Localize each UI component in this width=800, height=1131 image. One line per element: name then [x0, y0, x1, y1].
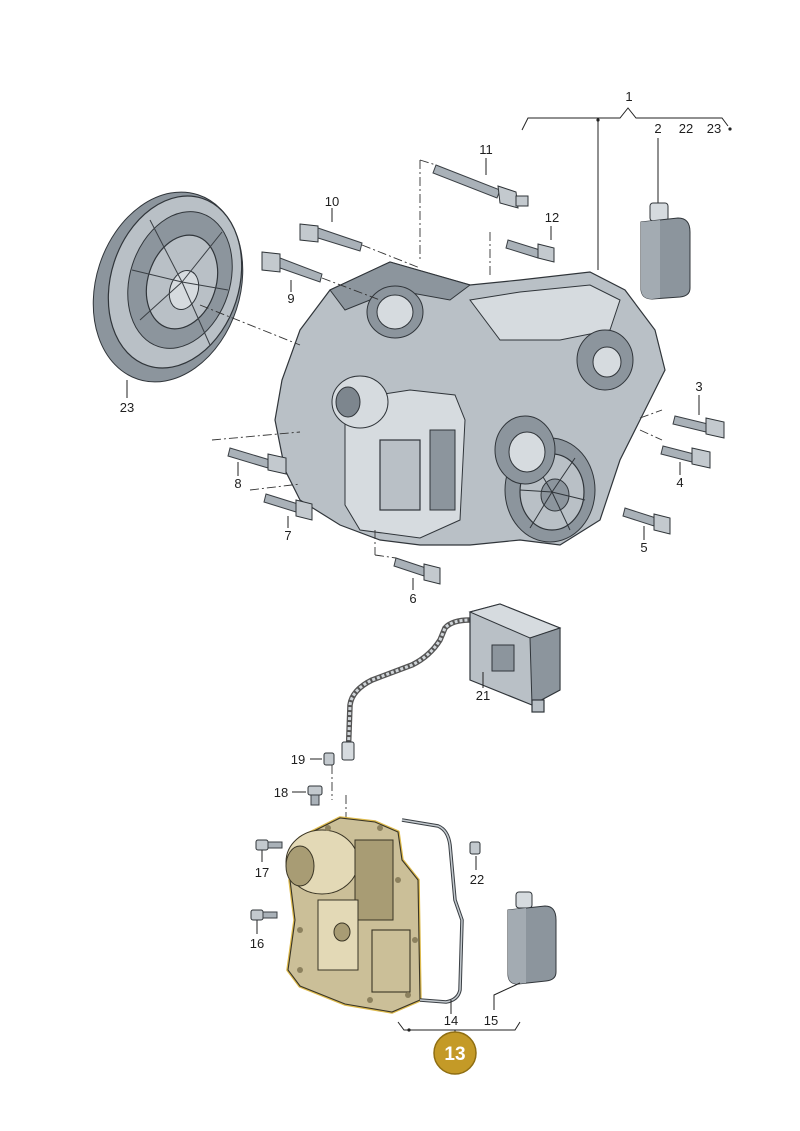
callout-23-top: 23	[707, 121, 721, 136]
bolt-11	[432, 158, 529, 209]
callout-5: 5	[640, 540, 647, 555]
callout-6: 6	[409, 591, 416, 606]
callout-11: 11	[479, 142, 493, 157]
small-fasteners	[250, 752, 481, 934]
bolt-12	[505, 226, 555, 263]
callout-22-top: 22	[679, 121, 693, 136]
screw-19	[310, 752, 335, 766]
bolt-5	[622, 507, 671, 540]
callout-2: 2	[654, 121, 661, 136]
callout-labels: 1 2 22 23 11 12 10 9 23 3 4 8 7 5 6 21 1…	[120, 89, 721, 1028]
callout-22-bottom: 22	[470, 872, 484, 887]
callout-21: 21	[476, 688, 490, 703]
gearbox-housing	[274, 261, 666, 546]
callout-1: 1	[625, 89, 632, 104]
highlight-badge-13[interactable]: 13	[433, 1031, 477, 1075]
group-bracket-1	[521, 107, 732, 270]
gasket-14	[401, 818, 464, 1014]
callout-19: 19	[291, 752, 305, 767]
callout-4: 4	[676, 475, 683, 490]
callout-14: 14	[444, 1013, 458, 1028]
callout-10: 10	[325, 194, 339, 209]
dual-clutch-assembly	[92, 191, 244, 398]
bolt-8	[227, 447, 287, 476]
bolt-9	[261, 251, 323, 292]
screw-22	[469, 841, 481, 870]
callout-12: 12	[545, 210, 559, 225]
oil-bottle-bottom	[493, 891, 557, 1010]
callout-18: 18	[274, 785, 288, 800]
callout-3: 3	[695, 379, 702, 394]
bolt-3	[672, 395, 725, 439]
callout-9: 9	[287, 291, 294, 306]
callout-23-clutch: 23	[120, 400, 134, 415]
callout-16: 16	[250, 936, 264, 951]
oil-bottle-top	[640, 138, 691, 300]
bolt-7	[263, 493, 313, 528]
bolt-10	[299, 208, 363, 252]
callout-17: 17	[255, 865, 269, 880]
callout-8: 8	[234, 476, 241, 491]
badge-13-label: 13	[444, 1044, 465, 1065]
mechatronic-unit-highlighted	[285, 765, 422, 1014]
control-unit-with-harness	[341, 603, 562, 761]
screw-18	[292, 785, 323, 806]
bolt-6	[393, 557, 441, 590]
assembly-centerlines-top	[199, 159, 663, 559]
callout-15: 15	[484, 1013, 498, 1028]
screw-16	[250, 909, 278, 934]
screw-17	[255, 839, 283, 862]
bolt-4	[660, 445, 711, 475]
callout-7: 7	[284, 528, 291, 543]
